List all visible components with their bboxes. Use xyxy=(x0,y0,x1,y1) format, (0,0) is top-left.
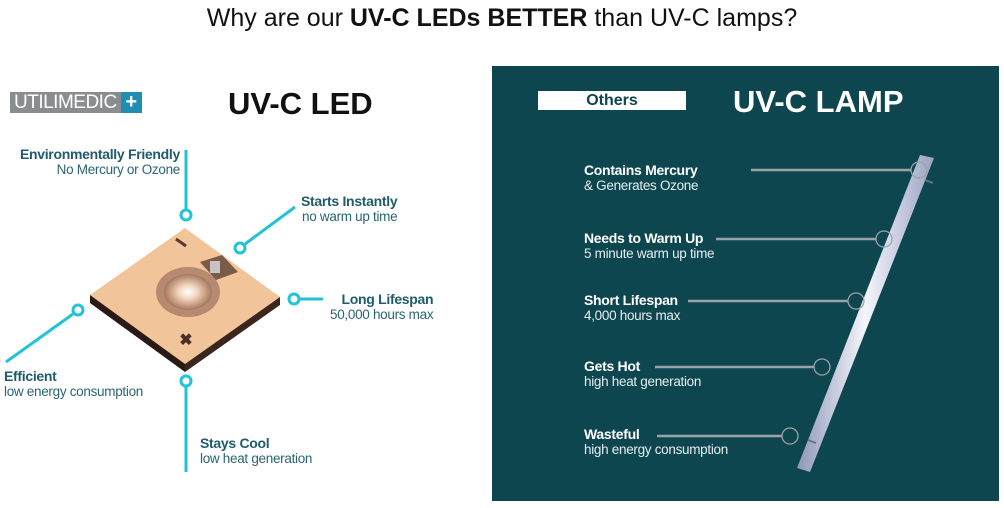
lamp-heading: UV-C LAMP xyxy=(733,84,904,119)
feature-sub: No Mercury or Ozone xyxy=(56,162,181,177)
feature-title: Stays Cool xyxy=(200,435,270,451)
feature-title: Gets Hot xyxy=(584,358,640,374)
feature-title: Environmentally Friendly xyxy=(19,146,180,162)
lamp-feature-gets-hot: Gets Hot high heat generation xyxy=(584,358,701,389)
others-label: Others xyxy=(538,91,686,110)
feature-environmentally-friendly: Environmentally Friendly No Mercury or O… xyxy=(20,146,180,177)
feature-sub: low energy consumption xyxy=(4,384,143,399)
lamp-feature-warm-up: Needs to Warm Up 5 minute warm up time xyxy=(584,230,715,261)
uv-lamp-tube xyxy=(797,155,934,472)
feature-long-lifespan: Long Lifespan 50,000 hours max xyxy=(330,291,434,322)
lamp-feature-wasteful: Wasteful high energy consumption xyxy=(584,426,728,457)
feature-stays-cool: Stays Cool low heat generation xyxy=(200,435,312,466)
led-heading: UV-C LED xyxy=(228,86,373,121)
feature-sub: 5 minute warm up time xyxy=(584,246,715,261)
feature-starts-instantly: Starts Instantly no warm up time xyxy=(301,193,398,224)
title-bold: UV-C LEDs BETTER xyxy=(349,4,588,32)
feature-title: Long Lifespan xyxy=(341,291,434,307)
plus-icon: + xyxy=(120,92,142,113)
page-title: Why are our UV-C LEDs BETTER than UV-C l… xyxy=(0,4,1004,33)
feature-sub: high energy consumption xyxy=(584,442,728,457)
feature-title: Short Lifespan xyxy=(584,292,678,308)
lamp-feature-mercury: Contains Mercury & Generates Ozone xyxy=(584,162,699,193)
feature-title: Wasteful xyxy=(584,426,640,442)
feature-sub: 4,000 hours max xyxy=(584,308,681,323)
feature-title: Needs to Warm Up xyxy=(584,230,704,246)
feature-sub: & Generates Ozone xyxy=(584,178,699,193)
feature-efficient: Efficient low energy consumption xyxy=(4,368,143,399)
title-prefix: Why are our xyxy=(206,4,350,32)
svg-text:✖: ✖ xyxy=(179,332,192,349)
led-chip: ✖ xyxy=(90,228,280,372)
feature-sub: 50,000 hours max xyxy=(330,307,434,322)
feature-sub: low heat generation xyxy=(200,451,313,466)
feature-sub: no warm up time xyxy=(302,209,398,224)
lamp-feature-short-lifespan: Short Lifespan 4,000 hours max xyxy=(584,292,680,323)
utilimedic-logo: UTILIMEDIC + xyxy=(10,92,142,113)
lamp-callout-lines xyxy=(655,161,928,445)
logo-text: UTILIMEDIC xyxy=(10,92,121,113)
title-suffix: than UV-C lamps? xyxy=(587,4,798,32)
feature-title: Starts Instantly xyxy=(301,193,398,209)
feature-title: Contains Mercury xyxy=(584,162,698,178)
feature-sub: high heat generation xyxy=(584,374,702,389)
lamp-panel xyxy=(492,66,999,501)
feature-title: Efficient xyxy=(4,368,57,384)
callout-lines xyxy=(5,150,323,472)
